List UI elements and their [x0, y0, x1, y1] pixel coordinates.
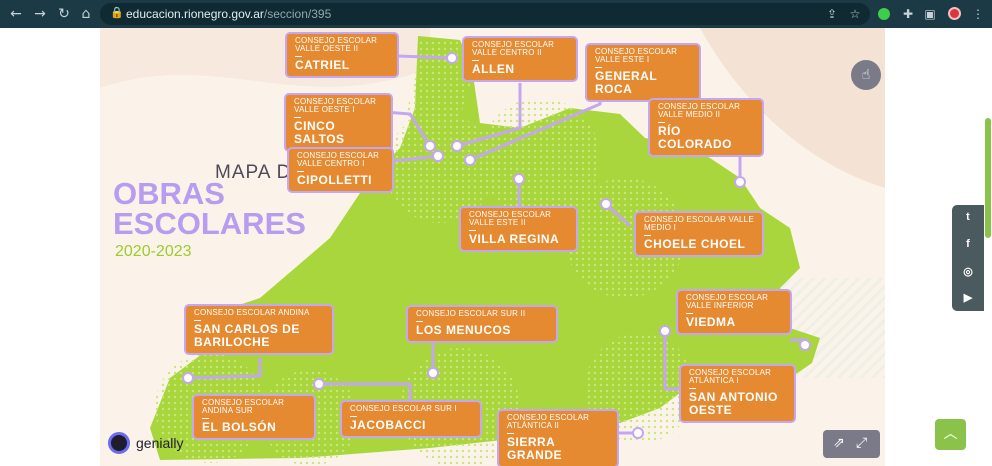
instagram-icon[interactable]: ◎: [963, 266, 973, 278]
genially-logo-icon[interactable]: [108, 432, 130, 454]
years-label: 2020-2023: [115, 243, 192, 260]
sidebar-icon[interactable]: ▣: [924, 7, 936, 21]
title-line-3: ESCOLARES: [113, 206, 306, 241]
board-choele-choel[interactable]: CONSEJO ESCOLAR VALLE MEDIO I CHOELE CHO…: [634, 211, 764, 257]
share-icon[interactable]: ⇗: [833, 435, 845, 451]
page-content: MAPA DE OBRAS ESCOLARES 2020-2023 CONSEJ…: [0, 28, 992, 466]
board-allen[interactable]: CONSEJO ESCOLAR VALLE CENTRO II ALLEN: [462, 36, 578, 82]
share-page-icon[interactable]: ⇪: [826, 7, 838, 21]
scroll-top-icon[interactable]: ︿: [935, 419, 966, 450]
board-sierra-grande[interactable]: CONSEJO ESCOLAR ATLÁNTICA II SIERRA GRAN…: [497, 409, 619, 466]
profile-icon[interactable]: [944, 4, 964, 24]
lock-icon[interactable]: 🔒: [110, 6, 124, 19]
youtube-icon[interactable]: ▶: [963, 292, 973, 304]
home-icon[interactable]: ⌂: [81, 6, 91, 22]
board-san-antonio-oeste[interactable]: CONSEJO ESCOLAR ATLÁNTICA I SAN ANTONIO …: [679, 364, 796, 423]
star-icon[interactable]: ☆: [849, 7, 861, 21]
reload-icon[interactable]: ↻: [58, 6, 70, 22]
interactivity-hand-icon[interactable]: ☝: [851, 60, 881, 90]
board-rio-colorado[interactable]: CONSEJO ESCOLAR VALLE MEDIO II RÍO COLOR…: [648, 98, 764, 157]
fullscreen-icon[interactable]: ⤢: [856, 435, 868, 451]
board-los-menucos[interactable]: CONSEJO ESCOLAR SUR II LOS MENUCOS: [406, 305, 558, 343]
browser-toolbar: ← → ↻ ⌂ 🔒 educacion.rionegro.gov.ar/secc…: [0, 0, 992, 28]
facebook-icon[interactable]: f: [966, 238, 970, 250]
board-general-roca[interactable]: CONSEJO ESCOLAR VALLE ESTE I GENERAL ROC…: [585, 43, 701, 102]
page-scrollbar[interactable]: [985, 118, 991, 238]
board-cipolletti[interactable]: CONSEJO ESCOLAR VALLE CENTRO I CIPOLLETT…: [287, 147, 394, 193]
board-el-bolson[interactable]: CONSEJO ESCOLAR ANDINA SUR EL BOLSÓN: [192, 394, 316, 440]
back-icon[interactable]: ←: [10, 6, 22, 22]
board-catriel[interactable]: CONSEJO ESCOLAR VALLE OESTE II CATRIEL: [285, 32, 399, 78]
genially-brand[interactable]: genially: [136, 435, 184, 451]
address-bar[interactable]: 🔒 educacion.rionegro.gov.ar/seccion/395: [100, 3, 870, 25]
social-bar: t f ◎ ▶: [952, 205, 984, 311]
board-cinco-saltos[interactable]: CONSEJO ESCOLAR VALLE OESTE I CINCO SALT…: [284, 93, 393, 152]
url-text[interactable]: educacion.rionegro.gov.ar/seccion/395: [126, 7, 332, 21]
menu-icon[interactable]: ⋮: [972, 7, 984, 21]
forward-icon[interactable]: →: [34, 6, 46, 22]
board-jacobacci[interactable]: CONSEJO ESCOLAR SUR I JACOBACCI: [340, 400, 482, 438]
board-viedma[interactable]: CONSEJO ESCOLAR VALLE INFERIOR VIEDMA: [676, 289, 792, 335]
title-line-1: MAPA DE: [215, 162, 306, 183]
twitter-icon[interactable]: t: [966, 211, 970, 223]
extension-icon[interactable]: [874, 4, 894, 24]
board-bariloche[interactable]: CONSEJO ESCOLAR ANDINA SAN CARLOS DE BAR…: [184, 304, 334, 355]
board-villa-regina[interactable]: CONSEJO ESCOLAR VALLE ESTE II VILLA REGI…: [459, 206, 578, 252]
puzzle-icon[interactable]: ✚: [902, 7, 914, 21]
title-line-2: OBRAS: [113, 176, 225, 211]
share-fullscreen-controls: ⇗ ⤢: [823, 430, 880, 458]
